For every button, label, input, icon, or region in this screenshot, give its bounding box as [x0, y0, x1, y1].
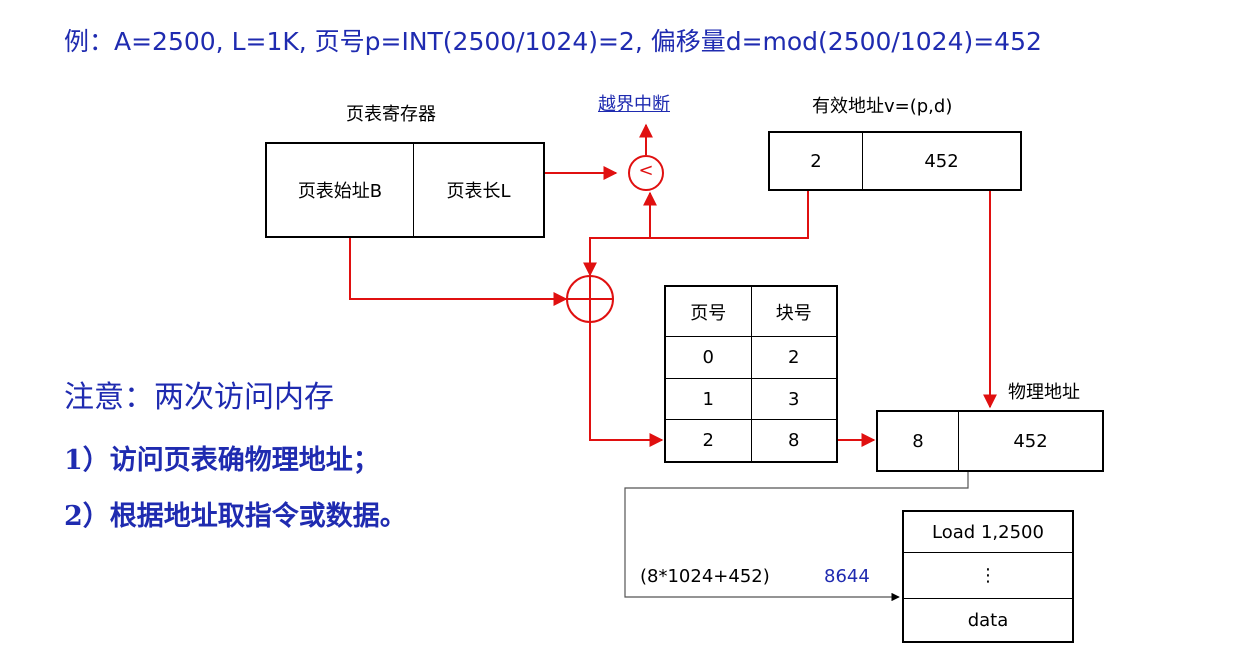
table-row: 0 2	[664, 336, 838, 379]
table-cell-page: 2	[664, 419, 752, 463]
page-table: 页号 块号 0 2 1 3 2 8	[664, 285, 838, 463]
note-line-2: 2）根据地址取指令或数据。	[64, 501, 407, 532]
physical-address-label: 物理地址	[1008, 382, 1080, 403]
address-result: 8644	[824, 566, 870, 587]
logical-address-box: 2 452	[768, 131, 1022, 191]
table-header-page: 页号	[664, 285, 752, 338]
physical-to-memory-arrow	[624, 472, 969, 602]
table-cell-block: 2	[750, 336, 838, 379]
page-table-register: 页表始址B 页表长L	[265, 142, 545, 238]
address-formula: (8*1024+452)	[640, 566, 770, 587]
table-header-row: 页号 块号	[664, 285, 838, 338]
comparator-circle	[628, 155, 664, 191]
page-table-register-label: 页表寄存器	[346, 104, 436, 125]
table-row: 1 3	[664, 377, 838, 421]
table-cell-page: 1	[664, 377, 752, 421]
note-title: 注意：两次访问内存	[64, 380, 334, 415]
comparator-symbol: <	[638, 160, 654, 181]
register-length: 页表长L	[413, 144, 543, 236]
start-to-adder-arrow	[349, 237, 568, 306]
register-start-address: 页表始址B	[297, 181, 383, 202]
physical-offset: 452	[958, 412, 1102, 470]
table-header-block: 块号	[750, 285, 838, 338]
memory-row-data: data	[904, 598, 1072, 641]
adder-to-table-arrow	[589, 322, 664, 447]
memory-row-instruction: Load 1,2500	[904, 512, 1072, 553]
logical-address-label: 有效地址v=(p,d)	[812, 96, 953, 117]
table-cell-block: 3	[750, 377, 838, 421]
logical-offset: 452	[862, 133, 1020, 189]
table-row: 2 8	[664, 419, 838, 463]
table-cell-block: 8	[750, 419, 838, 463]
page-title: 例：A=2500, L=1K, 页号p=INT(2500/1024)=2, 偏移…	[64, 27, 1042, 56]
physical-address-box: 8 452	[876, 410, 1104, 472]
out-of-bounds-interrupt[interactable]: 越界中断	[598, 94, 670, 115]
table-cell-page: 0	[664, 336, 752, 379]
memory-block: Load 1,2500 ⋮ data	[902, 510, 1074, 643]
physical-block: 8	[912, 430, 924, 452]
memory-row-ellipsis: ⋮	[979, 564, 997, 586]
page-to-adder-line	[583, 190, 809, 277]
note-line-1: 1）访问页表确物理地址；	[64, 445, 380, 476]
logical-page: 2	[810, 150, 822, 172]
